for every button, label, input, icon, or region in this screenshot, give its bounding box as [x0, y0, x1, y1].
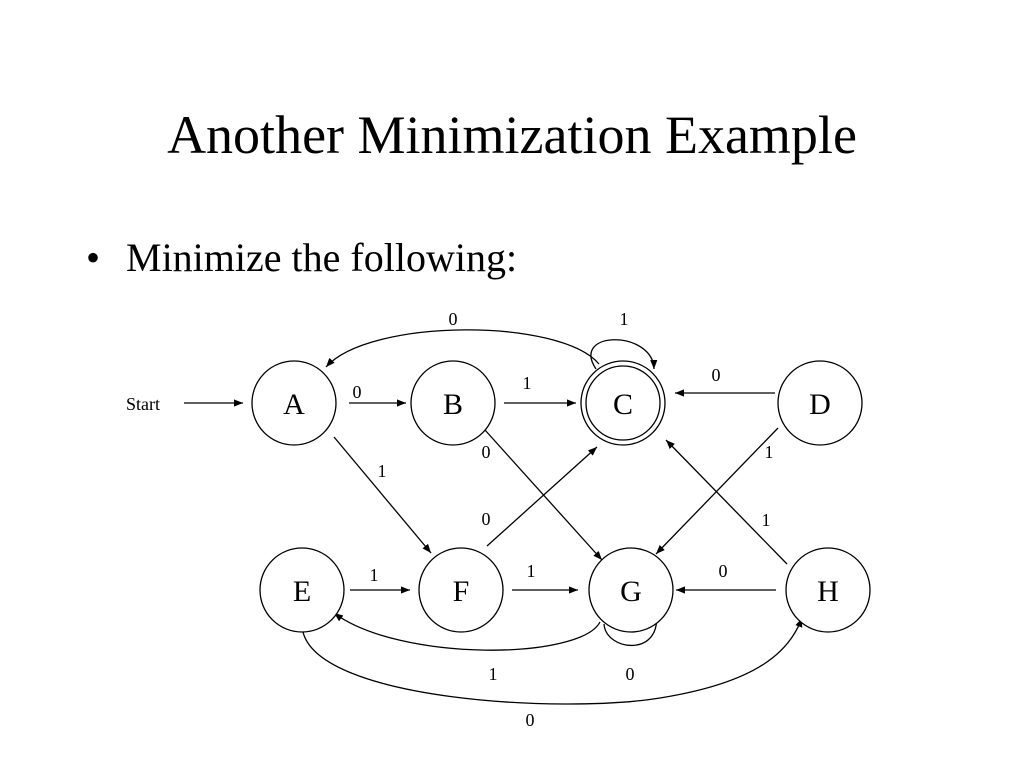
state-e: E [259, 547, 345, 633]
transition-label-f-c: 0 [482, 509, 491, 529]
transition-label-c-a: 0 [449, 309, 458, 329]
state-h: H [785, 547, 871, 633]
state-label-d: D [809, 388, 831, 421]
state-a: A [251, 360, 337, 446]
transition-h-c [665, 439, 788, 565]
state-b: B [410, 360, 496, 446]
transition-label-f-g: 1 [527, 561, 536, 581]
transition-label-b-c: 1 [523, 373, 532, 393]
transition-label-h-g: 0 [719, 561, 728, 581]
transition-label-a-b: 0 [353, 382, 362, 402]
transition-label-g-g: 0 [626, 664, 635, 684]
transition-label-d-g: 1 [765, 442, 774, 462]
state-label-h: H [817, 575, 839, 608]
bullet-item: • Minimize the following: [86, 232, 517, 284]
transition-g-e [333, 612, 601, 651]
transition-a-f [333, 436, 432, 554]
state-circle-b [410, 360, 496, 446]
transition-d-g [655, 427, 779, 555]
state-circle-g [588, 547, 674, 633]
state-d: D [777, 360, 863, 446]
transition-c-c [590, 339, 658, 370]
bullet-text: Minimize the following: [126, 235, 518, 280]
transition-label-a-f: 1 [378, 461, 387, 481]
transition-e-h [302, 617, 803, 705]
transition-label-c-c: 1 [620, 309, 629, 329]
state-c: C [580, 360, 666, 446]
transition-label-d-c: 0 [712, 365, 721, 385]
transition-label-e-f: 1 [370, 565, 379, 585]
state-label-c: C [613, 388, 633, 421]
start-label: Start [126, 394, 160, 414]
state-circle-a [251, 360, 337, 446]
transition-c-a [325, 329, 600, 368]
state-g: G [588, 547, 674, 633]
state-label-a: A [283, 388, 305, 421]
transition-label-b-g: 0 [482, 442, 491, 462]
state-label-f: F [453, 575, 470, 608]
transition-label-h-c: 1 [762, 510, 771, 530]
state-label-g: G [620, 575, 642, 608]
transition-label-g-e: 1 [489, 664, 498, 684]
transition-f-c [486, 446, 598, 547]
slide-title: Another Minimization Example [167, 105, 857, 165]
transition-label-e-h: 0 [526, 710, 535, 730]
accepting-ring-c [585, 365, 661, 441]
transition-g-g [603, 611, 661, 647]
state-label-e: E [293, 575, 311, 608]
state-circle-f [418, 547, 504, 633]
state-circle-d [777, 360, 863, 446]
state-circle-e [259, 547, 345, 633]
state-circle-h [785, 547, 871, 633]
state-label-b: B [443, 388, 463, 421]
state-f: F [418, 547, 504, 633]
bullet-marker: • [86, 235, 101, 280]
